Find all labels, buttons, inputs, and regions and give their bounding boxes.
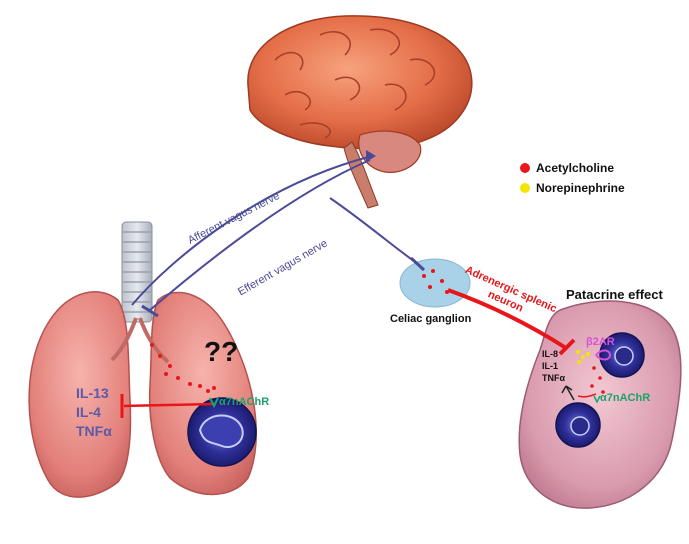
spleen-immune-cell-top xyxy=(599,332,645,378)
celiac-ganglion-label: Celiac ganglion xyxy=(390,313,472,325)
beta2-receptor-mark xyxy=(595,349,612,361)
lung-receptor-mark xyxy=(209,397,219,409)
lung-cytokine-item: TNFα xyxy=(76,423,112,439)
afferent-arrowhead xyxy=(366,150,376,162)
lung-receptor-label: α7nAChR xyxy=(219,396,270,408)
acetylcholine-release-dots xyxy=(150,269,605,394)
lung-cytokine-list: IL-13 IL-4 TNFα xyxy=(76,384,112,441)
lung-unknown-mechanism-label: ?? xyxy=(204,336,239,367)
spleen-cytokine-item: IL-1 xyxy=(542,361,559,371)
norepinephrine-release-dots xyxy=(576,350,590,364)
acetylcholine-legend-marker xyxy=(520,163,530,173)
norepinephrine-legend-marker xyxy=(520,183,530,193)
spleen-cytokine-arrow xyxy=(561,385,575,401)
spleen-immune-cell-bottom xyxy=(555,402,601,448)
spleen-cytokine-list: IL-8 IL-1 TNFα xyxy=(542,348,565,384)
patacrine-effect-title: Patacrine effect xyxy=(566,287,663,302)
spleen-inhibition-line xyxy=(577,393,597,398)
brain-illustration xyxy=(247,15,473,209)
beta2-receptor-label: β2AR xyxy=(586,336,615,348)
spleen-cytokine-item: IL-8 xyxy=(542,349,559,359)
acetylcholine-legend-label: Acetylcholine xyxy=(536,161,615,175)
lung-cytokine-item: IL-13 xyxy=(76,385,109,401)
lungs-illustration xyxy=(28,291,257,498)
norepinephrine-legend-label: Norepinephrine xyxy=(536,181,625,195)
adrenergic-neuron-terminal xyxy=(558,338,576,356)
spleen-receptor-mark xyxy=(593,395,601,404)
spleen-receptor-label: α7nAChR xyxy=(600,392,651,404)
ganglion-nerve-terminal xyxy=(409,256,426,272)
trachea-illustration xyxy=(121,221,153,323)
spleen-cytokine-item: TNFα xyxy=(542,373,566,383)
lung-cytokine-inhibition-line xyxy=(123,402,216,408)
vagus-nerve-paths xyxy=(131,155,419,311)
adrenergic-splenic-neuron-line xyxy=(447,288,568,350)
celiac-ganglion-shape xyxy=(399,258,471,308)
lung-cytokine-item: IL-4 xyxy=(76,404,101,420)
lung-immune-cell xyxy=(187,397,257,467)
efferent-nerve-terminal xyxy=(141,304,159,318)
